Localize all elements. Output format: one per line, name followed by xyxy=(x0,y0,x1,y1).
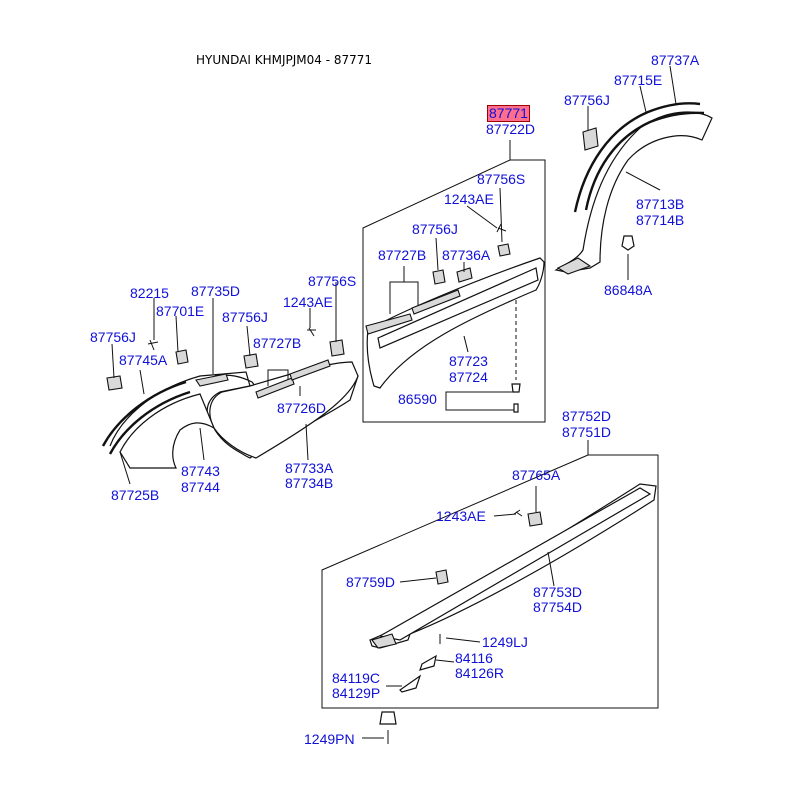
side-sill xyxy=(369,483,657,744)
rear-fender-flare xyxy=(554,102,713,275)
part-label-87726d[interactable]: 87726D xyxy=(277,400,327,416)
part-label-87714b[interactable]: 87714B xyxy=(636,212,685,228)
part-label-87756j-left[interactable]: 87756J xyxy=(90,329,136,345)
part-label-86848a[interactable]: 86848A xyxy=(604,282,653,298)
part-label-84126r[interactable]: 84126R xyxy=(455,665,505,681)
part-label-87756j-center[interactable]: 87756J xyxy=(412,221,458,237)
front-fender xyxy=(101,327,359,469)
part-label-84119c[interactable]: 84119C xyxy=(332,670,381,686)
part-label-87701e[interactable]: 87701E xyxy=(156,303,205,319)
part-label-87724[interactable]: 87724 xyxy=(449,369,488,385)
part-label-87752d[interactable]: 87752D xyxy=(562,408,612,424)
part-label-1243ae-center[interactable]: 1243AE xyxy=(444,191,494,207)
part-label-1249lj[interactable]: 1249LJ xyxy=(482,634,528,650)
lower-group-box xyxy=(321,440,659,709)
part-label-82215[interactable]: 82215 xyxy=(130,285,169,301)
part-label-87756s-left[interactable]: 87756S xyxy=(308,273,357,289)
part-label-87756j-top-right[interactable]: 87756J xyxy=(564,92,610,108)
part-label-87733a[interactable]: 87733A xyxy=(285,460,334,476)
part-label-87745a[interactable]: 87745A xyxy=(119,352,168,368)
part-label-87737a[interactable]: 87737A xyxy=(651,52,700,68)
part-label-86590[interactable]: 86590 xyxy=(398,391,437,407)
part-label-87744[interactable]: 87744 xyxy=(181,479,220,495)
part-label-87713b[interactable]: 87713B xyxy=(636,196,685,212)
part-label-87727b-left[interactable]: 87727B xyxy=(253,335,302,351)
part-label-87725b[interactable]: 87725B xyxy=(111,487,160,503)
part-label-87727b-center[interactable]: 87727B xyxy=(378,247,427,263)
part-label-1243ae-left[interactable]: 1243AE xyxy=(283,294,333,310)
part-label-87715e[interactable]: 87715E xyxy=(614,72,663,88)
part-label-87765a[interactable]: 87765A xyxy=(512,467,561,483)
page-title: HYUNDAI KHMJPJM04 - 87771 xyxy=(196,53,373,67)
part-label-87759d[interactable]: 87759D xyxy=(346,574,396,590)
part-label-87756j-left-upper[interactable]: 87756J xyxy=(222,309,268,325)
part-label-87736a[interactable]: 87736A xyxy=(442,247,491,263)
part-label-1249pn[interactable]: 1249PN xyxy=(304,731,355,747)
part-label-87743[interactable]: 87743 xyxy=(181,463,220,479)
part-label-84129p[interactable]: 84129P xyxy=(332,685,381,701)
leader-lines xyxy=(111,65,677,739)
part-label-87771-highlighted[interactable]: 87771 xyxy=(487,105,530,122)
part-label-87753d[interactable]: 87753D xyxy=(533,584,583,600)
part-label-87723[interactable]: 87723 xyxy=(449,353,488,369)
part-label-84116[interactable]: 84116 xyxy=(455,650,493,666)
part-label-1243ae-bottom[interactable]: 1243AE xyxy=(436,508,486,524)
part-label-87735d[interactable]: 87735D xyxy=(191,283,241,299)
door-molding xyxy=(365,223,545,413)
part-label-87734b[interactable]: 87734B xyxy=(285,475,334,491)
part-label-87722d[interactable]: 87722D xyxy=(486,121,536,137)
part-label-87751d[interactable]: 87751D xyxy=(562,424,612,440)
part-label-87756s-center[interactable]: 87756S xyxy=(477,171,526,187)
part-label-87754d[interactable]: 87754D xyxy=(533,599,583,615)
